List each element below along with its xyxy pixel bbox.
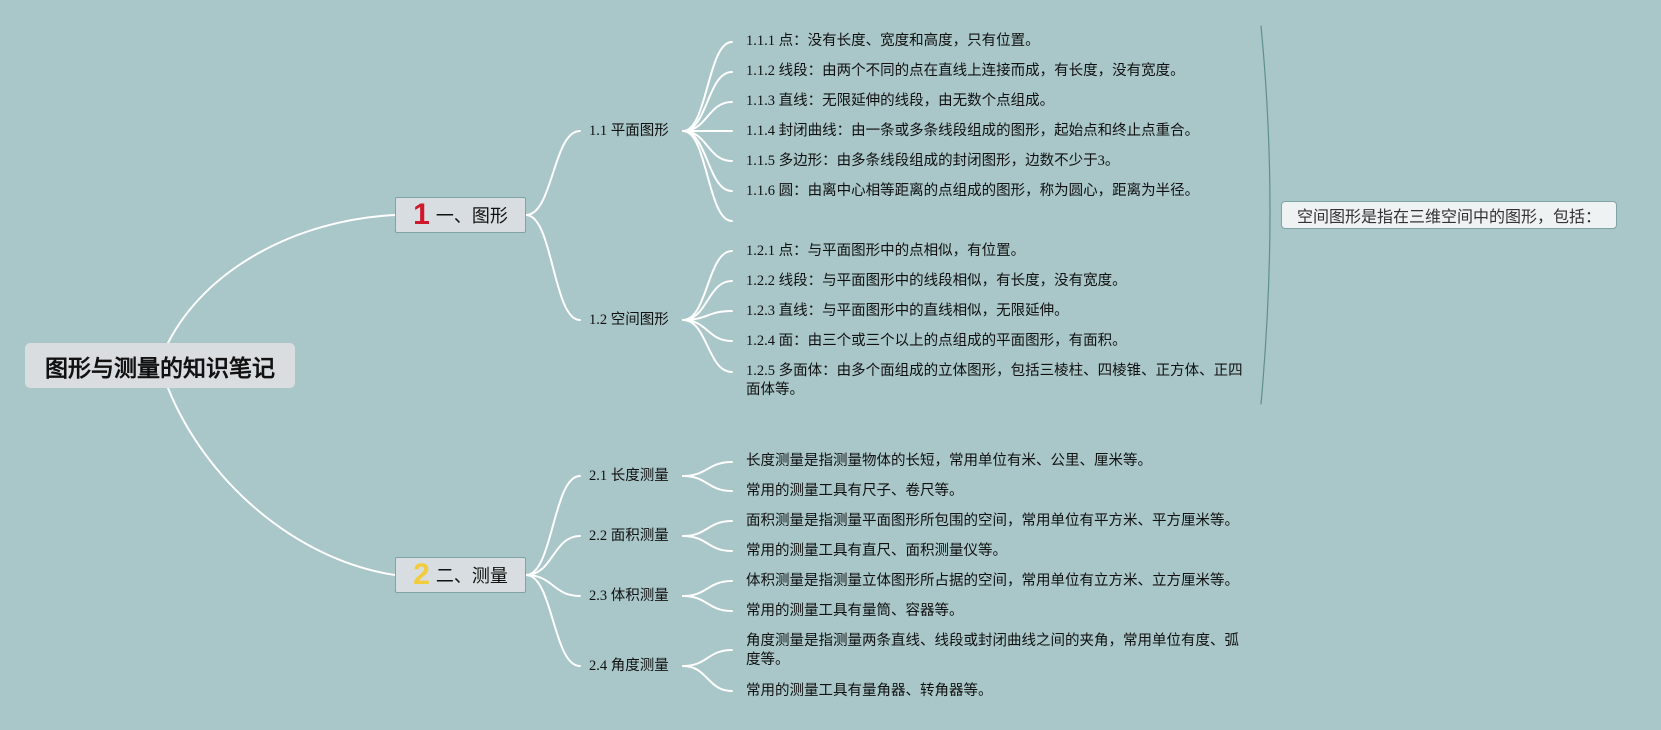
link-branch1-sub-1 (525, 214, 581, 321)
subtopic-volume-measurement[interactable]: 2.3 体积测量 (589, 588, 669, 604)
leaf-closed-curve[interactable]: 1.1.4 封闭曲线：由一条或多条线段组成的图形，起始点和终止点重合。 (746, 123, 1200, 139)
link-sub22-leaf-0 (682, 520, 733, 537)
leaf-solid-point[interactable]: 1.2.1 点：与平面图形中的点相似，有位置。 (746, 243, 1026, 259)
link-sub11-leaf-6 (682, 130, 733, 222)
leaf-polyhedron[interactable]: 1.2.5 多面体：由多个面组成的立体图形，包括三棱柱、四棱锥、正方体、正四面体… (746, 363, 1243, 398)
leaf-solid-segment[interactable]: 1.2.2 线段：与平面图形中的线段相似，有长度，没有宽度。 (746, 273, 1127, 289)
link-sub21-leaf-1 (682, 475, 733, 492)
link-sub12-leaf-0 (682, 250, 733, 321)
link-sub12-leaf-4 (682, 319, 733, 373)
leaf-angle-tools[interactable]: 常用的测量工具有量角器、转角器等。 (746, 683, 993, 699)
leaf-volume-tools[interactable]: 常用的测量工具有量筒、容器等。 (746, 603, 964, 619)
link-root-branch2 (167, 387, 396, 576)
branch-label: 二、测量 (435, 566, 508, 587)
link-root-branch1 (167, 214, 396, 344)
link-sub11-leaf-5 (682, 130, 733, 192)
number-1-badge-icon: 1 (413, 198, 430, 231)
subtopic-length-measurement[interactable]: 2.1 长度测量 (589, 468, 669, 484)
leaf-point[interactable]: 1.1.1 点：没有长度、宽度和高度，只有位置。 (746, 33, 1040, 49)
leaf-circle[interactable]: 1.1.6 圆：由离中心相等距离的点组成的图形，称为圆心，距离为半径。 (746, 183, 1200, 199)
root-topic[interactable]: 图形与测量的知识笔记 (25, 343, 295, 388)
leaf-area-tools[interactable]: 常用的测量工具有直尺、面积测量仪等。 (746, 543, 1007, 559)
link-sub23-leaf-1 (682, 595, 733, 612)
link-branch2-sub-3 (525, 574, 581, 667)
link-branch2-sub-0 (525, 475, 581, 576)
summary-note[interactable]: 空间图形是指在三维空间中的图形，包括： (1281, 201, 1617, 229)
link-sub12-leaf-2 (682, 310, 733, 321)
leaf-line[interactable]: 1.1.3 直线：无限延伸的线段，由无数个点组成。 (746, 93, 1055, 109)
leaf-polygon[interactable]: 1.1.5 多边形：由多条线段组成的封闭图形，边数不少于3。 (746, 153, 1120, 169)
link-branch2-sub-1 (525, 535, 581, 576)
summary-bracket (1260, 25, 1271, 405)
link-sub12-leaf-3 (682, 319, 733, 342)
link-sub21-leaf-0 (682, 461, 733, 477)
link-sub23-leaf-0 (682, 580, 733, 597)
number-2-badge-icon: 2 (413, 558, 430, 591)
link-sub24-leaf-1 (682, 665, 733, 692)
branch-measurement[interactable]: 2 二、测量 (395, 557, 526, 593)
leaf-length-definition[interactable]: 长度测量是指测量物体的长短，常用单位有米、公里、厘米等。 (746, 453, 1152, 469)
leaf-volume-definition[interactable]: 体积测量是指测量立体图形所占据的空间，常用单位有立方米、立方厘米等。 (746, 573, 1239, 589)
link-branch1-sub-0 (525, 130, 581, 216)
subtopic-plane-figures[interactable]: 1.1 平面图形 (589, 123, 669, 139)
leaf-empty[interactable] (746, 210, 806, 226)
link-sub11-leaf-0 (682, 41, 733, 132)
leaf-length-tools[interactable]: 常用的测量工具有尺子、卷尺等。 (746, 483, 964, 499)
branch-label: 一、图形 (435, 206, 508, 227)
link-sub11-leaf-1 (682, 71, 733, 132)
link-branch2-sub-2 (525, 574, 581, 597)
leaf-solid-line[interactable]: 1.2.3 直线：与平面图形中的直线相似，无限延伸。 (746, 303, 1069, 319)
branch-shapes[interactable]: 1 一、图形 (395, 197, 526, 233)
link-sub24-leaf-0 (682, 649, 733, 667)
subtopic-area-measurement[interactable]: 2.2 面积测量 (589, 528, 669, 544)
subtopic-angle-measurement[interactable]: 2.4 角度测量 (589, 658, 669, 674)
link-sub22-leaf-1 (682, 535, 733, 552)
leaf-segment[interactable]: 1.1.2 线段：由两个不同的点在直线上连接而成，有长度，没有宽度。 (746, 63, 1185, 79)
leaf-face[interactable]: 1.2.4 面：由三个或三个以上的点组成的平面图形，有面积。 (746, 333, 1127, 349)
leaf-area-definition[interactable]: 面积测量是指测量平面图形所包围的空间，常用单位有平方米、平方厘米等。 (746, 513, 1239, 529)
leaf-angle-definition[interactable]: 角度测量是指测量两条直线、线段或封闭曲线之间的夹角，常用单位有度、弧度等。 (746, 633, 1239, 668)
subtopic-solid-figures[interactable]: 1.2 空间图形 (589, 312, 669, 328)
